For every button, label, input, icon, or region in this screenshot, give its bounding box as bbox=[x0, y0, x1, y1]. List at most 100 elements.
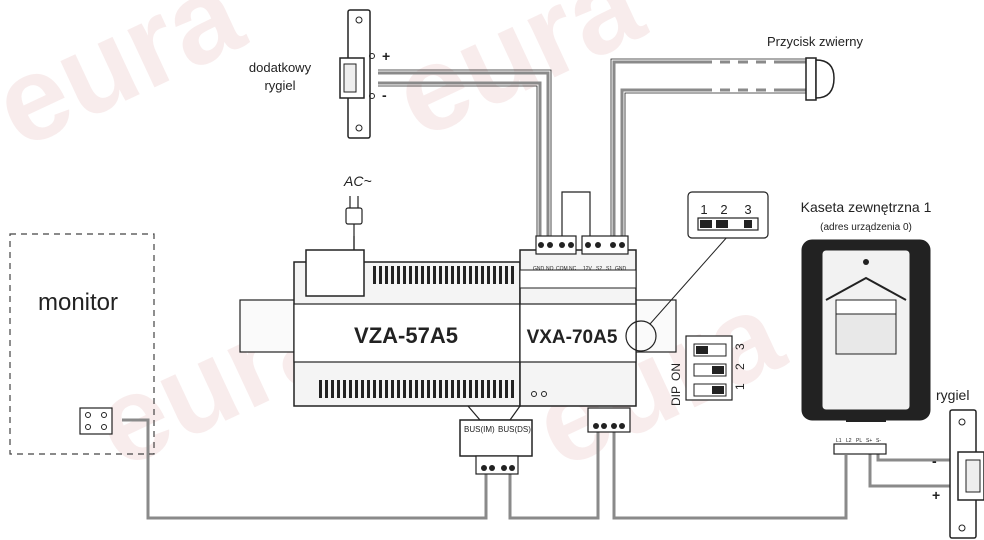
ac-label: AC~ bbox=[343, 173, 372, 189]
extra-bolt-term-plus bbox=[369, 53, 375, 59]
exit-button-label: Przycisk zwierny bbox=[767, 34, 864, 49]
terminal-screw bbox=[619, 423, 625, 429]
wire-to-outdoor bbox=[612, 430, 848, 520]
bolt-plus-label: + bbox=[932, 487, 940, 503]
wire-bolt-b bbox=[876, 448, 952, 462]
module-vza-transformer bbox=[305, 249, 365, 297]
bus-connector-lead bbox=[467, 405, 521, 421]
wire-bolt-minus bbox=[378, 81, 542, 240]
dip-switch-1-knob bbox=[712, 386, 724, 394]
bus-connector bbox=[459, 405, 533, 475]
terminal-block-bottom bbox=[587, 407, 631, 433]
term-label-com: COM bbox=[556, 266, 568, 272]
dip-zoom bbox=[649, 191, 769, 325]
term-label-nc: NC bbox=[569, 266, 577, 272]
wire-outline bbox=[378, 58, 806, 240]
monitor-terminal-screw-1 bbox=[85, 412, 91, 418]
bolt-screw-bottom bbox=[958, 524, 966, 532]
outdoor-station-base bbox=[846, 412, 886, 422]
outdoor-term-l1: L1 bbox=[836, 438, 842, 444]
terminal-screw bbox=[610, 242, 616, 248]
outdoor-term-sminus: S- bbox=[876, 438, 881, 444]
module-vza-label: VZA-57A5 bbox=[354, 323, 458, 348]
wire-exit-2 bbox=[620, 88, 806, 240]
terminal-screws-top bbox=[538, 242, 625, 248]
terminal-group-2 bbox=[581, 235, 629, 255]
module-vxa-label: VXA-70A5 bbox=[527, 327, 618, 348]
ac-plug-body bbox=[345, 207, 363, 225]
monitor-terminal bbox=[79, 407, 113, 435]
dip-zoom-knob-2 bbox=[716, 220, 728, 228]
dip-zoom-num-3: 3 bbox=[744, 202, 751, 217]
dip-zoom-num-1: 1 bbox=[700, 202, 707, 217]
watermark-text-1: eura bbox=[0, 0, 262, 174]
terminal-screw bbox=[501, 465, 507, 471]
module-vxa-strip bbox=[519, 269, 637, 289]
exit-button-stem bbox=[805, 57, 817, 101]
outdoor-terminal bbox=[833, 443, 887, 455]
extra-bolt-screw-top bbox=[355, 16, 363, 24]
dip-on-label: ON bbox=[669, 363, 683, 381]
terminal-screw bbox=[595, 242, 601, 248]
dip-switch-3-knob bbox=[696, 346, 708, 354]
monitor-terminal-screw-3 bbox=[85, 424, 91, 430]
term-label-no: NO bbox=[546, 266, 554, 272]
wire-bus-ds bbox=[508, 430, 600, 520]
bus-im-label: BUS(IM) bbox=[464, 425, 495, 434]
outdoor-station-camera bbox=[863, 259, 869, 265]
monitor-terminal-screw-4 bbox=[101, 424, 107, 430]
outdoor-station-speaker bbox=[835, 299, 897, 315]
dip-legend bbox=[685, 335, 733, 401]
monitor-outline bbox=[9, 233, 155, 455]
bolt-screw-top bbox=[958, 418, 966, 426]
term-label-s1: S1 bbox=[606, 266, 612, 272]
dip-legend-num-1: 1 bbox=[733, 383, 747, 390]
terminal-screw bbox=[559, 242, 565, 248]
extra-bolt-plus-label: + bbox=[382, 48, 390, 64]
terminal-screw bbox=[547, 242, 553, 248]
outdoor-term-pl: PL bbox=[856, 438, 862, 444]
module-vxa-led-2 bbox=[541, 391, 547, 397]
term-label-gnd2: GND bbox=[615, 266, 627, 272]
terminal-screw bbox=[585, 242, 591, 248]
module-vza-face bbox=[293, 303, 521, 363]
outdoor-station bbox=[801, 239, 931, 422]
term-label-12v: 12V bbox=[583, 266, 593, 272]
terminal-screw bbox=[568, 242, 574, 248]
bolt-minus-label: - bbox=[932, 453, 937, 469]
wire-monitor-bus bbox=[122, 418, 488, 520]
outdoor-station-roof bbox=[825, 276, 907, 301]
outdoor-term-l2: L2 bbox=[846, 438, 852, 444]
dip-zoom-knob-1 bbox=[700, 220, 712, 228]
terminal-screw bbox=[509, 465, 515, 471]
monitor-label: monitor bbox=[38, 289, 118, 316]
outdoor-title: Kaseta zewnętrzna 1 bbox=[801, 199, 932, 215]
wires bbox=[122, 60, 952, 520]
terminal-group-1 bbox=[535, 235, 577, 255]
extra-bolt-term-minus bbox=[369, 93, 375, 99]
dip-zoom-num-2: 2 bbox=[720, 202, 727, 217]
terminal-screw bbox=[481, 465, 487, 471]
module-vxa-face bbox=[519, 303, 637, 363]
extra-bolt-latch bbox=[343, 63, 357, 93]
wire-breaks bbox=[712, 59, 780, 93]
vent-row-bottom bbox=[318, 380, 514, 398]
terminal-screw bbox=[593, 423, 599, 429]
bolt bbox=[949, 409, 984, 539]
module-vza-vents-top bbox=[372, 266, 514, 284]
outdoor-subtitle: (adres urządzenia 0) bbox=[820, 222, 912, 233]
bolt-latch bbox=[965, 459, 981, 493]
terminal-screw bbox=[611, 423, 617, 429]
module-vxa-led-1 bbox=[531, 391, 537, 397]
terminal-screw bbox=[489, 465, 495, 471]
outdoor-term-splus: S+ bbox=[866, 438, 872, 444]
extra-bolt-screw-bottom bbox=[355, 124, 363, 132]
term-label-s2: S2 bbox=[596, 266, 602, 272]
dip-switch-2-knob bbox=[712, 366, 724, 374]
bolt-label: rygiel bbox=[936, 387, 969, 403]
module-vxa bbox=[519, 249, 657, 407]
outdoor-station-nameplate bbox=[835, 313, 897, 355]
exit-button bbox=[805, 57, 835, 101]
wire-exit-1 bbox=[612, 60, 806, 240]
